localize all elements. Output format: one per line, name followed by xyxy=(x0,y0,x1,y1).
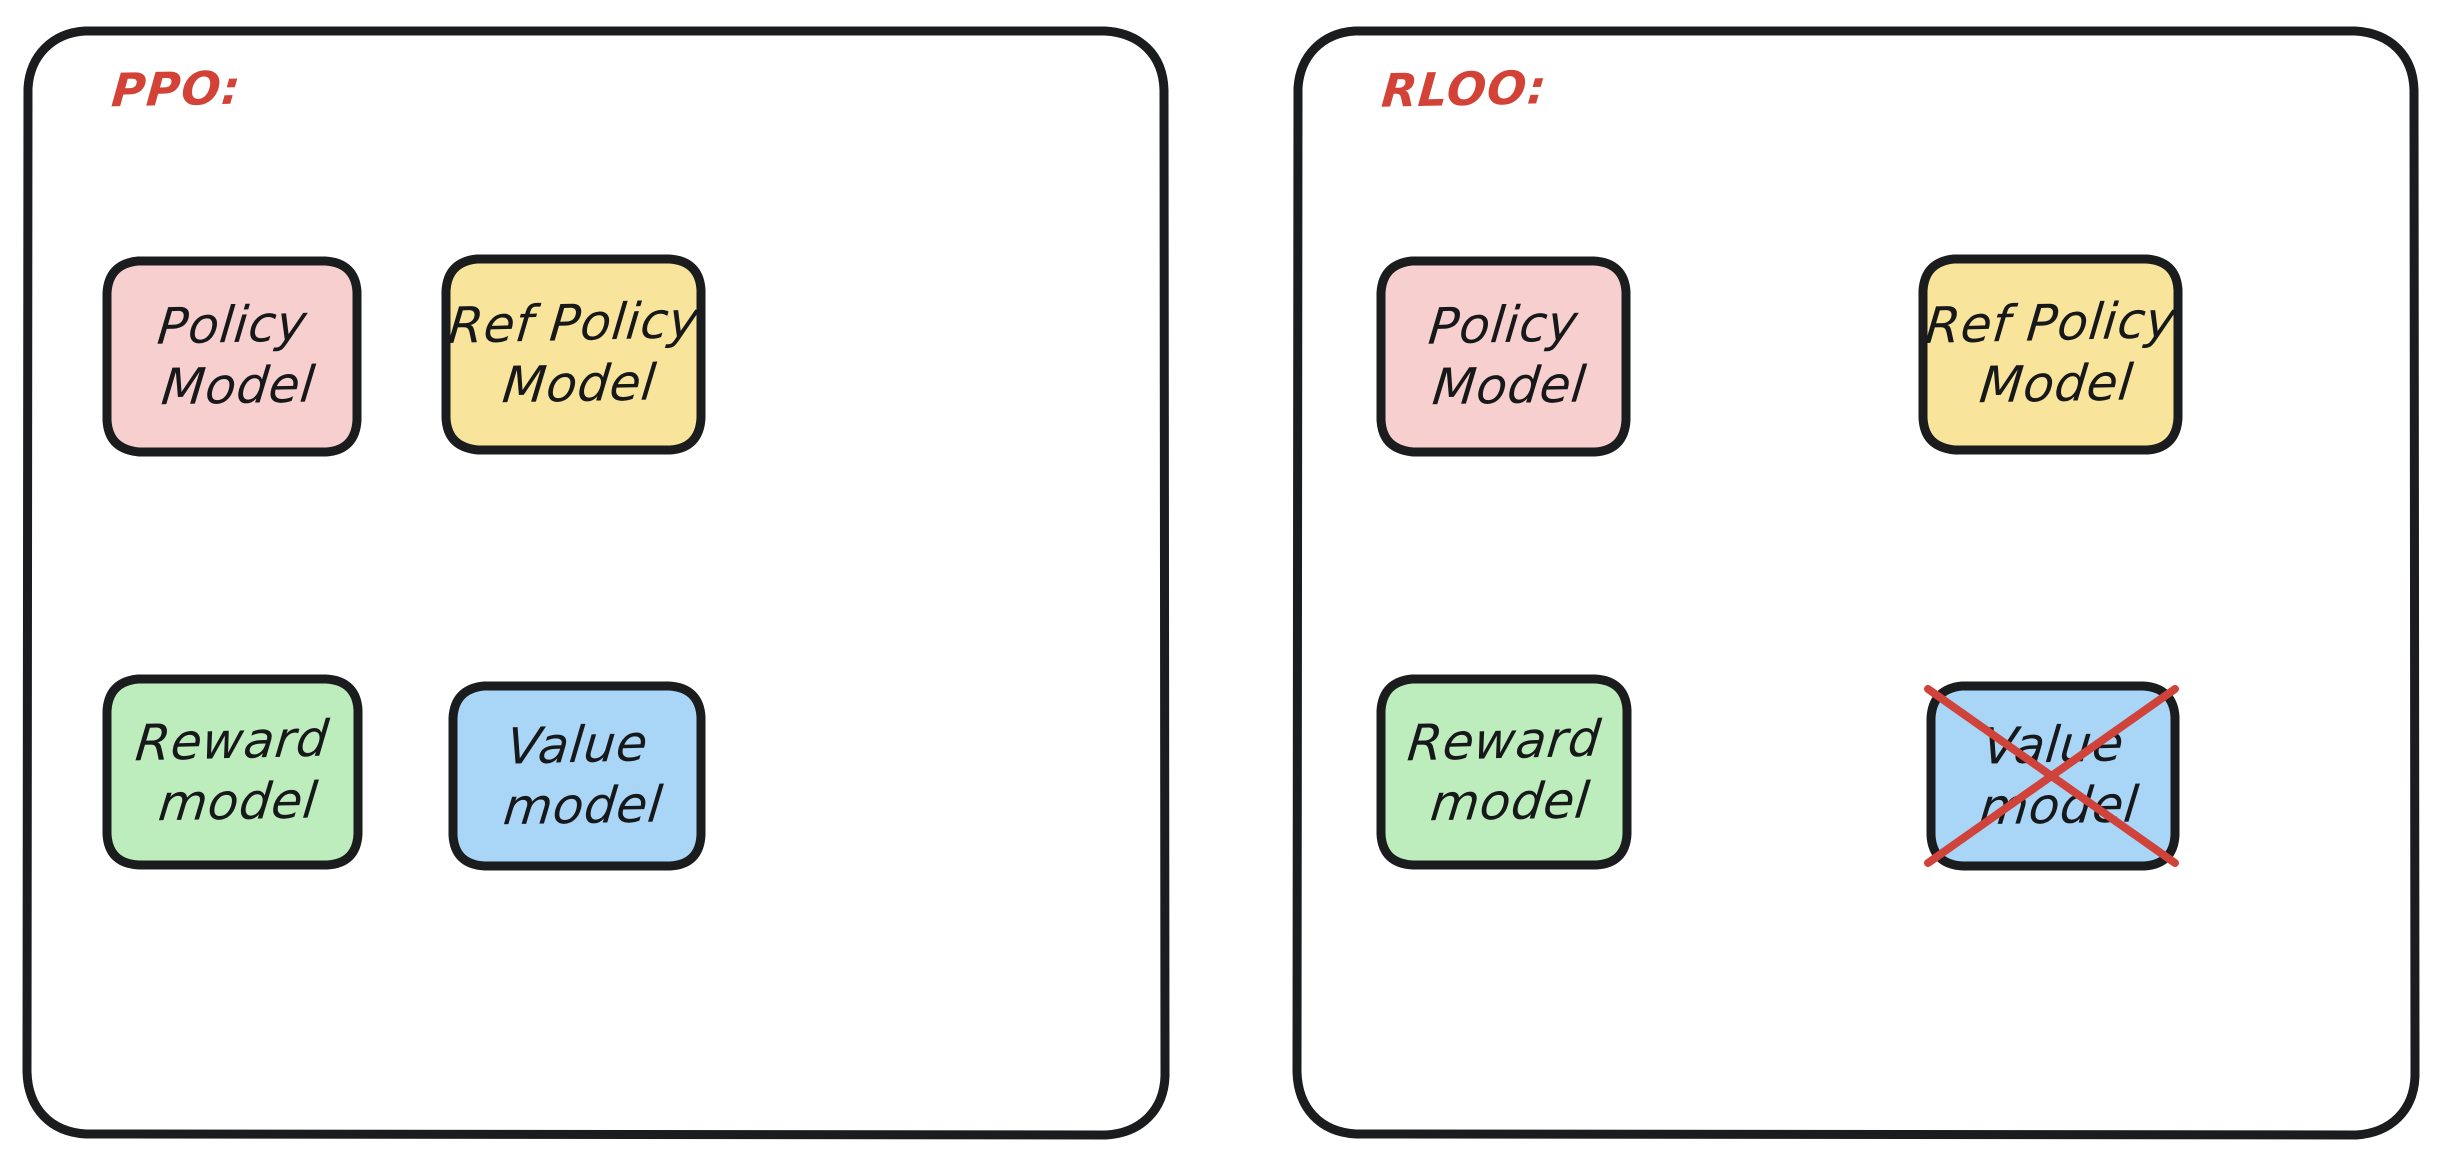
box-value-model-disabled[interactable]: Value model xyxy=(1924,681,2180,871)
model-grid-rloo: Policy Model Ref Policy Model xyxy=(1292,26,2420,1140)
box-policy-model[interactable]: Policy Model xyxy=(1376,256,1631,457)
model-grid-ppo: Policy Model Ref Policy Model xyxy=(22,26,1170,1140)
box-outline xyxy=(102,256,362,457)
box-fill xyxy=(1376,674,1632,870)
box-fill xyxy=(102,256,362,457)
box-fill xyxy=(448,681,706,871)
box-fill xyxy=(1918,254,2183,455)
box-outline xyxy=(1376,256,1631,457)
panel-rloo: RLOO: Policy Model Ref Policy xyxy=(1292,26,2420,1140)
box-value-model[interactable]: Value model xyxy=(448,681,706,871)
box-policy-model[interactable]: Policy Model xyxy=(102,256,362,457)
box-reward-model[interactable]: Reward model xyxy=(102,674,363,870)
box-fill xyxy=(102,674,363,870)
panel-ppo: PPO: Policy Model Ref Policy Mod xyxy=(22,26,1170,1140)
box-reward-model[interactable]: Reward model xyxy=(1376,674,1632,870)
box-fill xyxy=(1376,256,1631,457)
box-fill xyxy=(441,254,706,455)
box-ref-policy-model[interactable]: Ref Policy Model xyxy=(1918,254,2183,455)
box-outline xyxy=(448,681,706,871)
box-fill xyxy=(1926,681,2180,871)
box-outline xyxy=(102,674,363,870)
box-outline xyxy=(1376,674,1632,870)
box-ref-policy-model[interactable]: Ref Policy Model xyxy=(441,254,706,455)
box-outline xyxy=(441,254,706,455)
box-outline xyxy=(1926,681,2180,871)
box-outline xyxy=(1918,254,2183,455)
